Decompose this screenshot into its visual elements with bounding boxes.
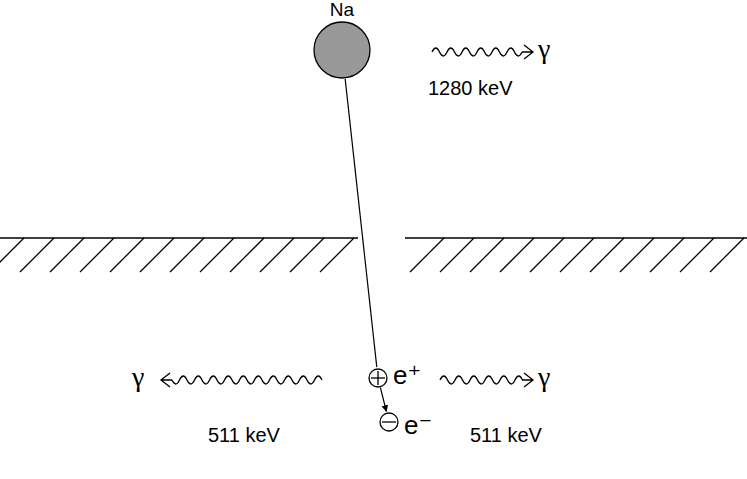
photon-arrowhead [522, 45, 533, 59]
photon-wave [440, 376, 523, 384]
energy-label: 511 keV [470, 424, 542, 446]
circle-outline [369, 369, 387, 387]
photon-symbol: γ [538, 34, 550, 65]
trajectory-line [380, 388, 386, 412]
wall-hatching [410, 238, 744, 272]
particle-name: e⁻ [404, 411, 432, 440]
source-sphere: Na [310, 0, 374, 80]
particle-circle [312, 20, 372, 80]
particle-name: e⁺ [393, 361, 421, 390]
photon-arrowhead [522, 373, 533, 387]
circle-outline [380, 413, 398, 431]
photon-symbol: γ [538, 362, 550, 393]
positron: e⁺ [368, 365, 422, 390]
particle-circle [378, 411, 400, 433]
particle-circle [367, 367, 389, 389]
photon-arrowhead [161, 373, 172, 387]
wall-hatching [0, 238, 354, 272]
circle-outline [314, 22, 370, 78]
charge-sign [377, 371, 378, 385]
photon-wave [172, 376, 322, 384]
photon-symbol: γ [132, 362, 144, 393]
electron: e⁻ [379, 409, 433, 440]
energy-label: 511 keV [208, 424, 280, 446]
photon-wave [432, 48, 522, 56]
wall-surface [405, 237, 747, 238]
particle-name: Na [310, 0, 374, 21]
trajectory-line [345, 79, 377, 367]
energy-label: 1280 keV [428, 77, 513, 99]
charge-sign [382, 421, 396, 422]
